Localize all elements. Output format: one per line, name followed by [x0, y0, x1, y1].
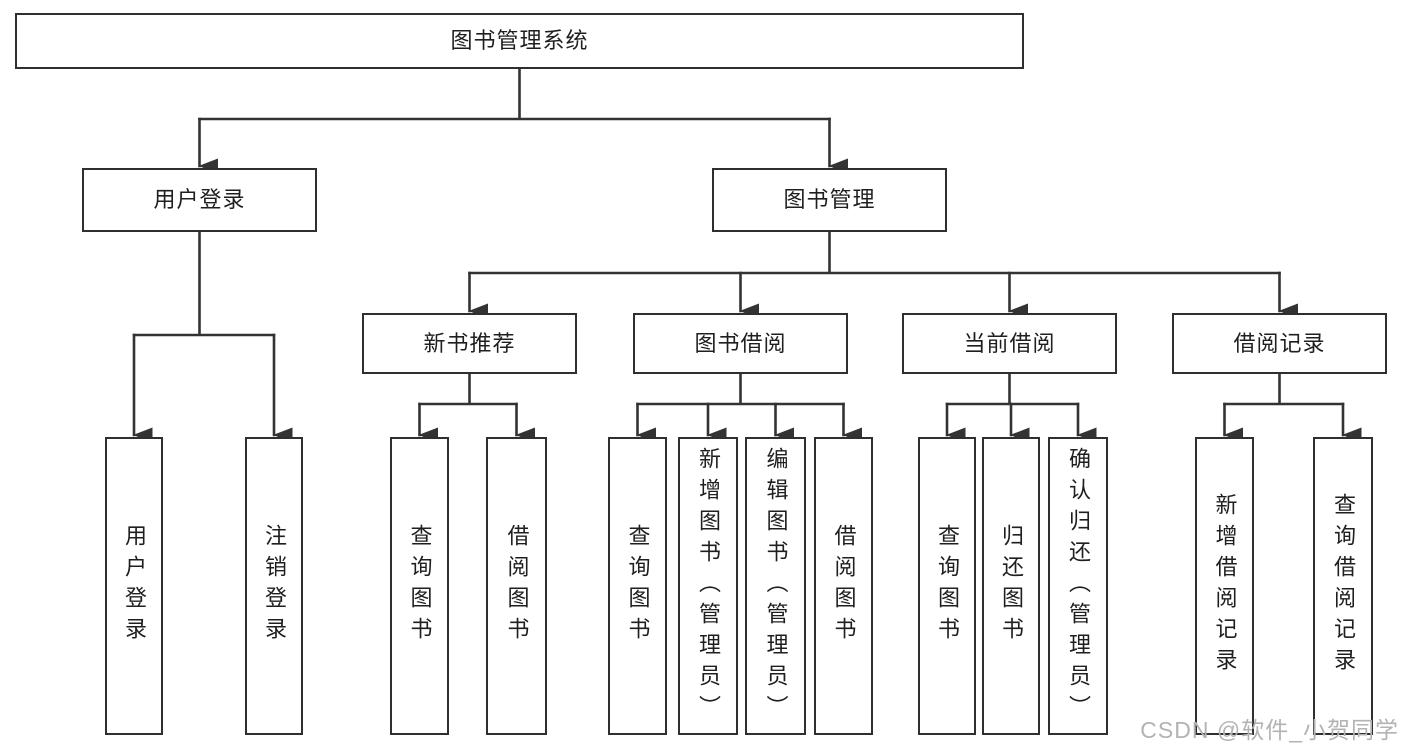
node-current-borrow-label: 当前借阅 — [963, 330, 1056, 356]
connector-current-borrow-rail — [945, 372, 1080, 406]
connector-book-borrow-rail — [636, 372, 845, 406]
node-leaf-bb-edit-book-admin-label: 编辑图书（管理员） — [763, 446, 789, 726]
node-leaf-user-login: 用户登录 — [105, 437, 163, 735]
node-leaf-br-query-record-label: 查询借阅记录 — [1331, 493, 1356, 679]
node-leaf-nb-query-books-label: 查询图书 — [407, 524, 433, 648]
node-leaf-bb-borrow-books-label: 借阅图书 — [831, 524, 857, 648]
node-book-borrow: 图书借阅 — [633, 313, 848, 374]
connector-borrow-records-rail — [1223, 372, 1345, 406]
node-root-system: 图书管理系统 — [15, 13, 1024, 69]
node-leaf-nb-borrow-books: 借阅图书 — [486, 437, 547, 735]
node-leaf-logout: 注销登录 — [245, 437, 303, 735]
node-book-borrow-label: 图书借阅 — [694, 330, 787, 356]
node-leaf-nb-query-books: 查询图书 — [390, 437, 449, 735]
node-leaf-cb-confirm-return-admin-label: 确认归还（管理员） — [1066, 446, 1091, 726]
node-leaf-br-query-record: 查询借阅记录 — [1313, 437, 1373, 735]
node-leaf-br-add-record: 新增借阅记录 — [1195, 437, 1254, 735]
node-leaf-bb-query-books-label: 查询图书 — [625, 524, 651, 648]
node-leaf-logout-label: 注销登录 — [262, 524, 287, 648]
node-leaf-cb-return-books-label: 归还图书 — [999, 524, 1024, 648]
connector-root-rail — [198, 67, 831, 121]
node-borrow-records-label: 借阅记录 — [1233, 330, 1326, 356]
node-leaf-cb-return-books: 归还图书 — [982, 437, 1040, 735]
node-leaf-bb-add-book-admin: 新增图书（管理员） — [678, 437, 738, 735]
node-user-login: 用户登录 — [82, 168, 317, 232]
node-leaf-bb-edit-book-admin: 编辑图书（管理员） — [745, 437, 806, 735]
node-new-book-recommend-label: 新书推荐 — [423, 330, 516, 356]
node-leaf-user-login-label: 用户登录 — [122, 524, 147, 648]
node-leaf-cb-query-books: 查询图书 — [918, 437, 976, 735]
node-leaf-bb-query-books: 查询图书 — [608, 437, 667, 735]
node-leaf-bb-borrow-books: 借阅图书 — [814, 437, 873, 735]
node-user-login-label: 用户登录 — [153, 187, 246, 212]
node-leaf-nb-borrow-books-label: 借阅图书 — [504, 524, 530, 648]
node-new-book-recommend: 新书推荐 — [362, 313, 577, 374]
node-borrow-records: 借阅记录 — [1172, 313, 1387, 374]
connector-user-login-rail — [132, 230, 276, 337]
node-leaf-br-add-record-label: 新增借阅记录 — [1212, 493, 1238, 679]
connector-new-book-rail — [418, 372, 518, 406]
node-book-management: 图书管理 — [712, 168, 947, 232]
node-root-label: 图书管理系统 — [450, 28, 589, 53]
connector-book-management-rail — [468, 230, 1281, 275]
node-leaf-cb-query-books-label: 查询图书 — [935, 524, 960, 648]
node-current-borrow: 当前借阅 — [902, 313, 1117, 374]
node-book-management-label: 图书管理 — [783, 187, 876, 212]
node-leaf-bb-add-book-admin-label: 新增图书（管理员） — [696, 446, 721, 726]
node-leaf-cb-confirm-return-admin: 确认归还（管理员） — [1048, 437, 1108, 735]
